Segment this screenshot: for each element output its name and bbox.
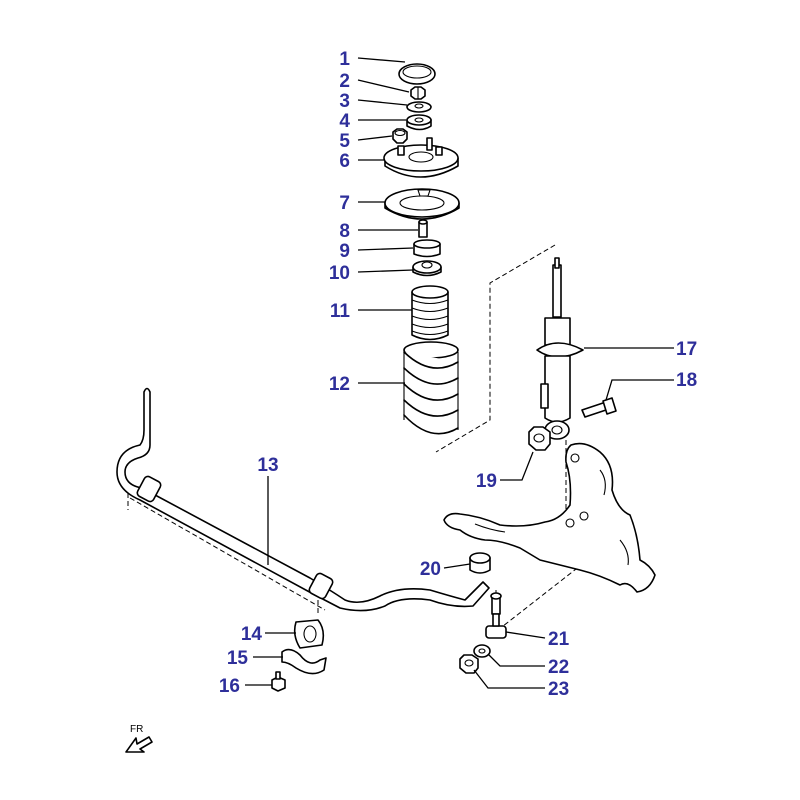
callout-6: 6 [339, 151, 350, 172]
front-direction-label: FR [130, 724, 143, 735]
washer-small [406, 101, 432, 113]
shock-absorber [536, 257, 584, 440]
callout-10: 10 [329, 263, 350, 284]
callout-14: 14 [241, 624, 263, 645]
bushing-upper [406, 114, 432, 131]
stabilizer-bushing [293, 619, 325, 649]
callout-22: 22 [548, 657, 569, 678]
callout-1: 1 [339, 49, 350, 70]
bump-stop-spacer [418, 219, 428, 238]
callout-17: 17 [676, 339, 697, 360]
bump-stop-collar [413, 239, 441, 258]
nut-small [410, 86, 426, 100]
callout-7: 7 [339, 193, 350, 214]
callout-16: 16 [219, 676, 240, 697]
callout-9: 9 [339, 241, 350, 262]
leader-lines [245, 57, 674, 689]
callout-18: 18 [676, 370, 697, 391]
link-washer [473, 644, 491, 658]
lower-control-arm [443, 442, 656, 593]
callout-4: 4 [339, 111, 350, 132]
bracket-bolt [271, 671, 286, 692]
callout-11: 11 [330, 301, 351, 322]
bump-stop-boot [411, 285, 449, 341]
callout-12: 12 [329, 374, 350, 395]
callout-20: 20 [420, 559, 441, 580]
stabilizer-link [485, 592, 507, 639]
callout-8: 8 [339, 221, 350, 242]
front-direction-indicator: FR [125, 724, 153, 753]
callout-labels: 1 2 3 4 5 6 7 8 9 10 11 12 13 14 15 16 1… [219, 49, 697, 700]
shock-bolt [581, 397, 617, 418]
callout-3: 3 [339, 91, 350, 112]
upper-strut-mount [383, 137, 459, 178]
link-nut [459, 654, 479, 674]
callout-13: 13 [257, 455, 278, 476]
coil-spring [403, 341, 459, 435]
callout-19: 19 [476, 471, 497, 492]
bushing-bracket [281, 648, 327, 675]
callout-15: 15 [227, 648, 249, 669]
callout-2: 2 [339, 71, 350, 92]
lower-shock-nut [528, 426, 551, 451]
spring-seat-upper [384, 188, 460, 220]
callout-23: 23 [548, 679, 569, 700]
front-arrow-icon [125, 736, 153, 753]
mount-nut [392, 128, 408, 144]
alignment-guides [127, 244, 586, 631]
bump-seat [412, 260, 442, 277]
callout-5: 5 [339, 131, 350, 152]
link-bushing [469, 552, 491, 574]
dust-cap [398, 63, 436, 85]
callout-21: 21 [548, 629, 570, 650]
stabilizer-bar [116, 387, 490, 612]
